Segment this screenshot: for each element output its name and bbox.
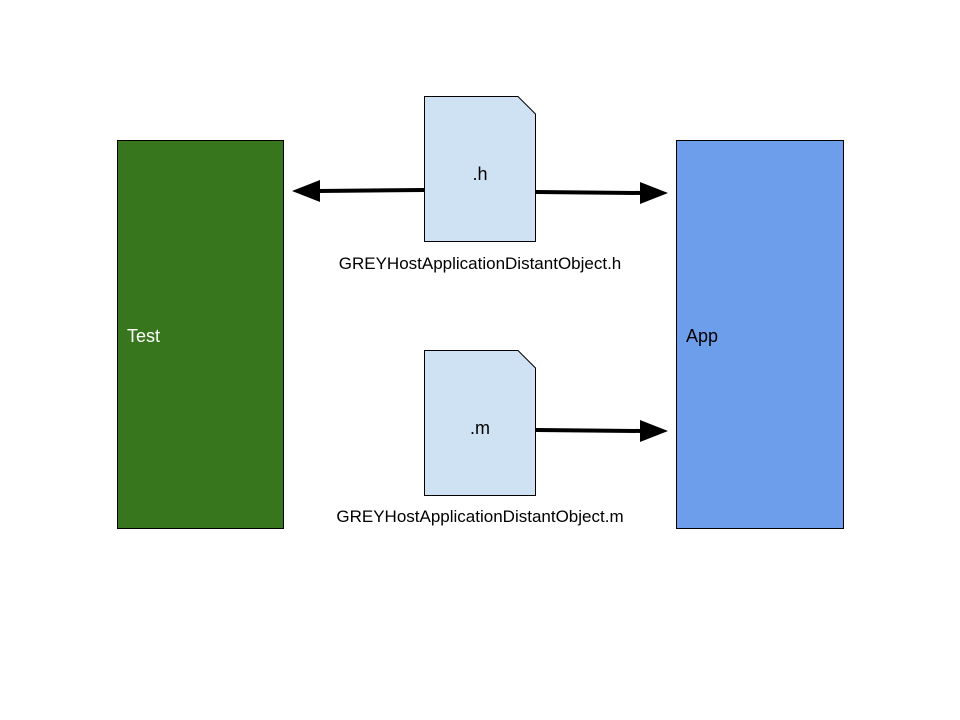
app-block: App bbox=[676, 140, 844, 529]
file-m-caption: GREYHostApplicationDistantObject.m bbox=[336, 507, 624, 526]
arrow-m-to-app bbox=[535, 428, 643, 433]
file-h-icon: .h bbox=[424, 96, 536, 242]
file-m-extension: .m bbox=[470, 418, 490, 438]
arrow-h-to-app bbox=[535, 190, 643, 195]
file-h-extension: .h bbox=[472, 164, 488, 184]
arrow-h-to-test bbox=[317, 188, 425, 193]
file-h-caption: GREYHostApplicationDistantObject.h bbox=[338, 254, 622, 273]
test-label: Test bbox=[127, 326, 161, 346]
arrowhead-app-h bbox=[640, 182, 668, 204]
file-m-icon: .m bbox=[424, 350, 536, 496]
arrowhead-test bbox=[292, 180, 320, 202]
app-label: App bbox=[686, 326, 719, 346]
test-block: Test bbox=[117, 140, 284, 529]
arrowhead-app-m bbox=[640, 420, 668, 442]
